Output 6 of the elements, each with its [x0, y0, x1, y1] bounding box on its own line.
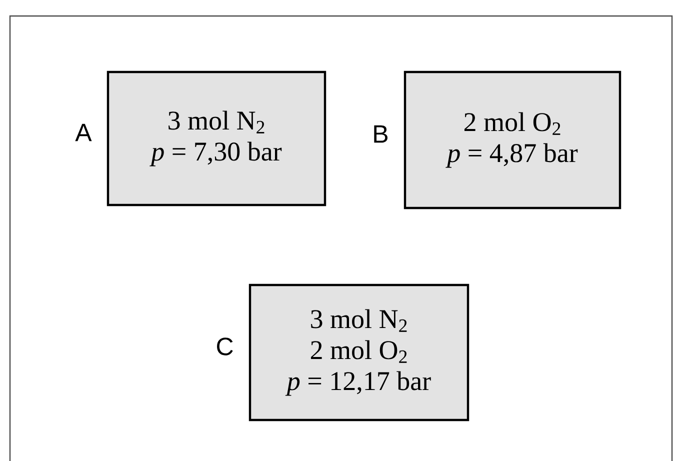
container-label: A [75, 124, 92, 142]
gas-container-box: 2 mol O$_{2}$ p = 4,87 bar [404, 70, 622, 210]
container-label: B [374, 125, 388, 143]
gas-container-box: 3 mol N$_{2}$ 2 mol O$_{2}$ p = 12,17 bar [248, 284, 470, 422]
container-label: C [217, 338, 233, 356]
gas-container-box: 3 mol N$_{2}$ p = 7,30 bar [106, 70, 326, 206]
